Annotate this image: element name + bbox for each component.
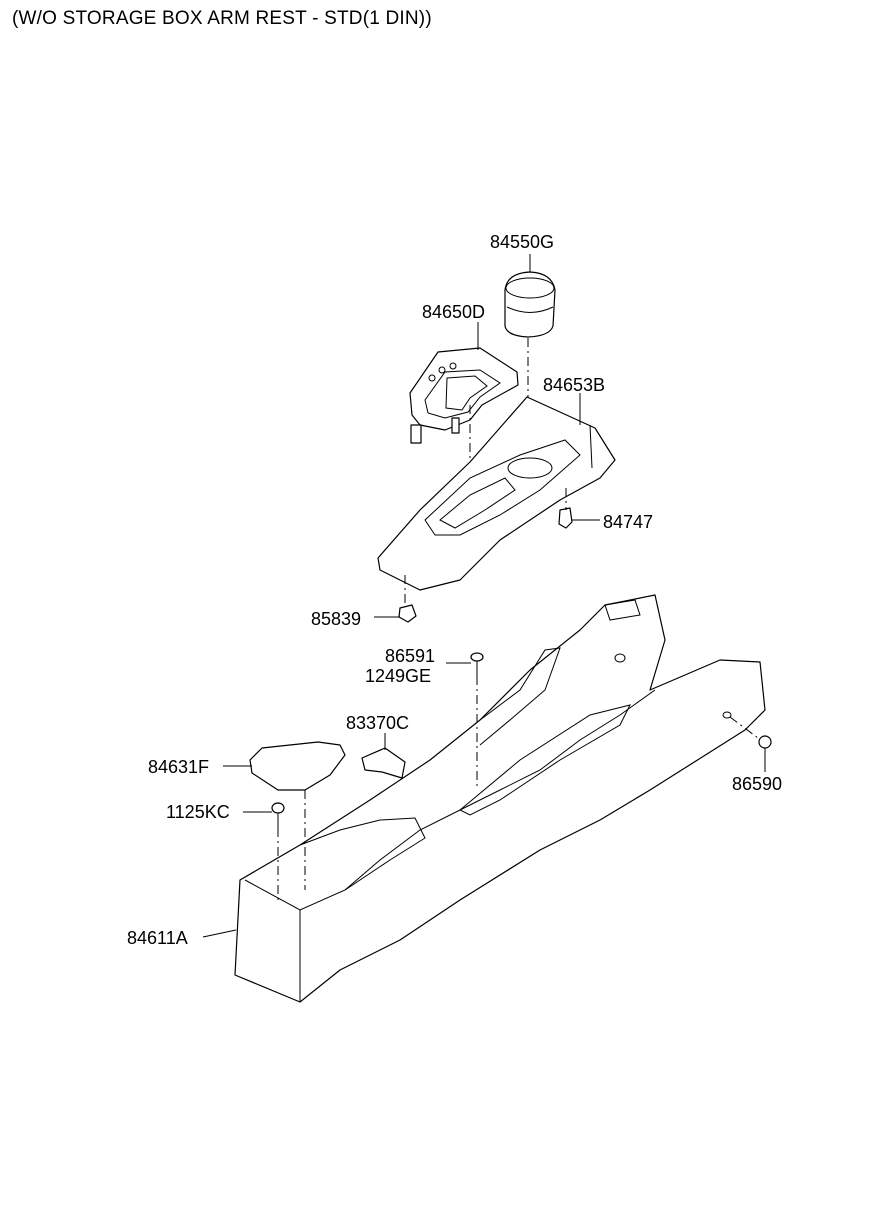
part-label-84550G: 84550G bbox=[490, 232, 555, 252]
part-label-1125KC: 1125KC bbox=[166, 802, 230, 822]
main-console-part bbox=[234, 594, 766, 1003]
screw-1125KC-part bbox=[271, 802, 285, 828]
part-label-84611A: 84611A bbox=[127, 928, 188, 948]
part-label-85839: 85839 bbox=[311, 609, 362, 629]
indicator-panel-part bbox=[409, 347, 519, 444]
screw-86590-guide-line bbox=[729, 716, 759, 739]
part-label-84631F: 84631F bbox=[148, 757, 210, 777]
diagram-title: (W/O STORAGE BOX ARM REST - STD(1 DIN)) bbox=[12, 8, 432, 29]
part-label-1249GE: 1249GE bbox=[365, 666, 432, 686]
shift-knob-part bbox=[504, 271, 556, 338]
upper-console-part bbox=[377, 396, 616, 591]
screw-86590-part bbox=[758, 735, 772, 749]
screw-86591-part bbox=[470, 652, 484, 676]
nut-85839-part bbox=[398, 604, 417, 623]
clip-84747-part bbox=[558, 507, 573, 529]
part-label-86590: 86590 bbox=[732, 774, 783, 794]
part-label-86591: 86591 bbox=[385, 646, 436, 666]
bracket-83370C-part bbox=[361, 747, 406, 779]
leader-lines bbox=[202, 254, 766, 938]
part-label-84653B: 84653B bbox=[543, 375, 606, 395]
part-label-83370C: 83370C bbox=[346, 713, 410, 733]
part-label-84650D: 84650D bbox=[422, 302, 486, 322]
mat-84631F-part bbox=[249, 741, 346, 791]
part-label-84747: 84747 bbox=[603, 512, 654, 532]
